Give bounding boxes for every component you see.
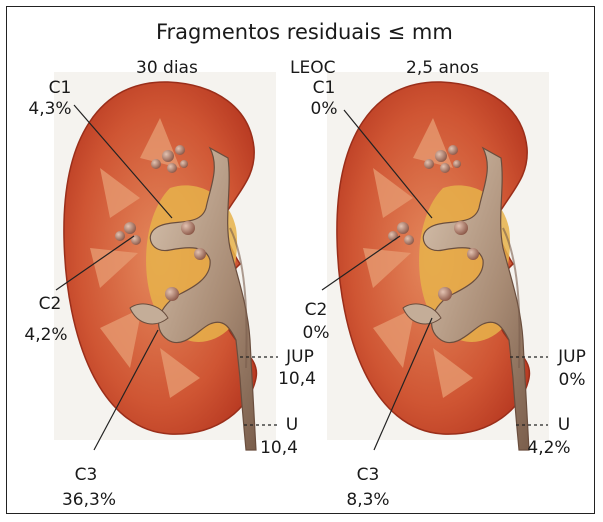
label-right-c2: C2 bbox=[296, 302, 336, 319]
value-left-c2: 4,2% bbox=[16, 327, 76, 344]
value-left-u: 10,4 bbox=[254, 440, 304, 457]
value-right-c2: 0% bbox=[296, 325, 336, 342]
header-30-dias: 30 dias bbox=[136, 60, 198, 77]
value-right-jup: 0% bbox=[556, 372, 588, 389]
label-left-u: U bbox=[282, 417, 302, 434]
header-leoc: LEOC bbox=[290, 60, 335, 77]
kidney-30-dias bbox=[54, 72, 276, 450]
label-left-c2: C2 bbox=[30, 296, 70, 313]
value-right-u: 4,2% bbox=[524, 440, 574, 457]
header-2-5-anos: 2,5 anos bbox=[406, 60, 479, 77]
value-right-c1: 0% bbox=[304, 101, 344, 118]
value-left-jup: 10,4 bbox=[272, 371, 322, 388]
value-left-c1: 4,3% bbox=[20, 101, 80, 118]
label-left-c1: C1 bbox=[40, 80, 80, 97]
label-right-c1: C1 bbox=[304, 80, 344, 97]
label-left-jup: JUP bbox=[280, 349, 320, 366]
value-left-c3: 36,3% bbox=[54, 492, 124, 509]
label-right-c3: C3 bbox=[348, 467, 388, 484]
kidney-2-5-anos bbox=[327, 72, 549, 450]
label-left-c3: C3 bbox=[66, 467, 106, 484]
value-right-c3: 8,3% bbox=[340, 492, 396, 509]
figure-title: Fragmentos residuais ≤ mm bbox=[156, 22, 453, 43]
label-right-jup: JUP bbox=[552, 349, 592, 366]
label-right-u: U bbox=[554, 417, 574, 434]
